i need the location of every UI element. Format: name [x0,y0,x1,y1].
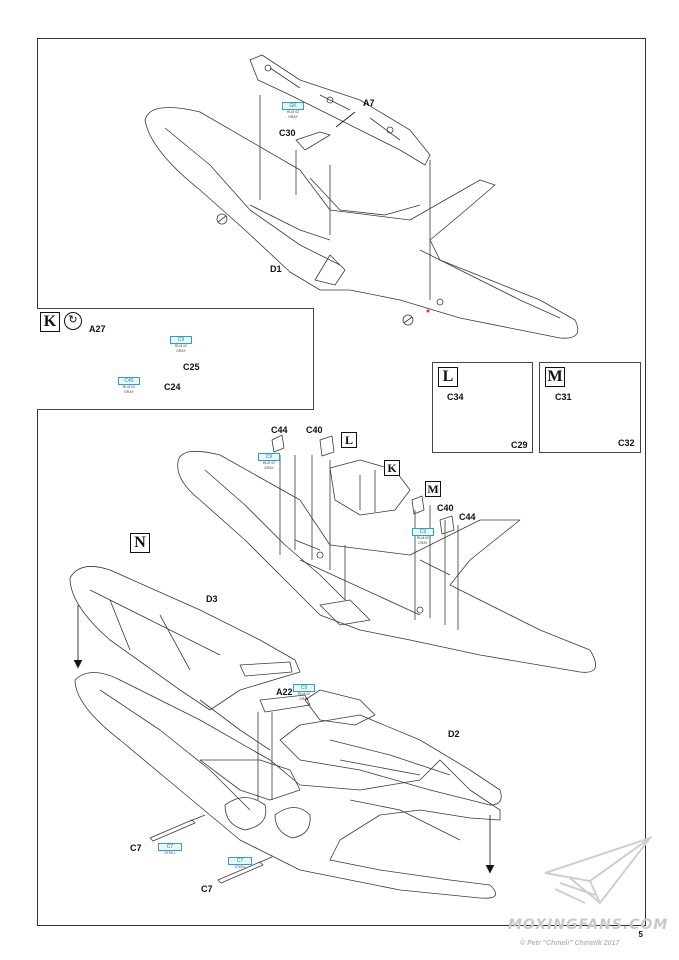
step-k-letter: K [40,312,60,332]
label-c44-right: C44 [459,512,476,522]
label-a27: A27 [89,324,106,334]
label-d1: D1 [270,264,282,274]
paper-plane-logo-icon [544,836,653,905]
step-n-letter: N [130,533,150,553]
step-l-reference: L [341,432,357,448]
watermark-text: MOXINGFANS.COM [508,917,669,933]
step-m-letter: M [545,367,565,387]
paint-code: C9 [293,684,315,692]
part-c30-drawing [295,131,331,151]
paint-desc: STEEL [234,865,246,869]
label-c25: C25 [183,362,200,372]
step-k-reference: K [384,460,400,476]
upper-wing-d1-drawing [144,107,579,339]
paint-code: C7 [228,857,252,865]
paint-callout-k-c25: C9 RLM 02 GRAY [170,336,192,353]
label-c34: C34 [447,392,464,402]
label-a7: A7 [363,98,375,108]
paint-desc: RLM 02 GRAY [174,344,188,353]
middle-wing-drawing [177,434,597,673]
spar-a7-drawing [249,54,431,166]
paint-desc: RLM 02 GRAY [297,692,311,701]
copyright-text: © Petr "Chmeli" Chmelík 2017 [520,940,620,947]
paint-code: C9 [258,453,280,461]
alignment-mark [426,309,430,313]
paint-code: GK [282,102,304,110]
label-c32: C32 [618,438,635,448]
paint-desc: RLM 02 GRAY [122,385,136,394]
paint-desc: RLM 02 GRAY [416,536,430,545]
paint-desc: STEEL [164,851,176,855]
paint-callout-c7-bottom: C7 STEEL [228,857,252,870]
paint-code: C9 [170,336,192,344]
paint-desc: RLM 02 GRAY [286,110,300,119]
page-number: 5 [638,930,643,939]
label-c31: C31 [555,392,572,402]
paint-desc: RLM 02 GRAY [262,461,276,470]
step-m-reference: M [425,481,441,497]
rotate-icon: ↻ [64,312,82,330]
label-c40-right: C40 [437,503,454,513]
label-c29: C29 [511,440,528,450]
paint-code: C9 [412,528,434,536]
paint-callout-c40-right: C9 RLM 02 GRAY [412,528,434,545]
paint-callout-c44-left: C9 RLM 02 GRAY [258,453,280,470]
lower-wing-drawing [74,672,502,899]
label-c44-left: C44 [271,425,288,435]
paint-callout-a22: C9 RLM 02 GRAY [293,684,315,701]
label-c40-left: C40 [306,425,323,435]
label-a22: A22 [276,687,293,697]
paint-callout-c7-top: C7 STEEL [158,843,182,856]
label-c7-top: C7 [130,843,142,853]
paint-callout-k-c24: C45 RLM 02 GRAY [118,377,140,394]
paint-code: C45 [118,377,140,385]
label-d2: D2 [448,729,460,739]
label-c24: C24 [164,382,181,392]
wing-upper-panel-d3-drawing [69,566,301,711]
paint-code: C7 [158,843,182,851]
instruction-frame [37,38,646,926]
label-c7-bottom: C7 [201,884,213,894]
label-c30: C30 [279,128,296,138]
label-d3: D3 [206,594,218,604]
step-l-letter: L [438,367,458,387]
gun-barrels-c7-drawing [149,814,273,884]
paint-callout-a7: GK RLM 02 GRAY [282,102,304,119]
step-k-box [37,308,314,410]
